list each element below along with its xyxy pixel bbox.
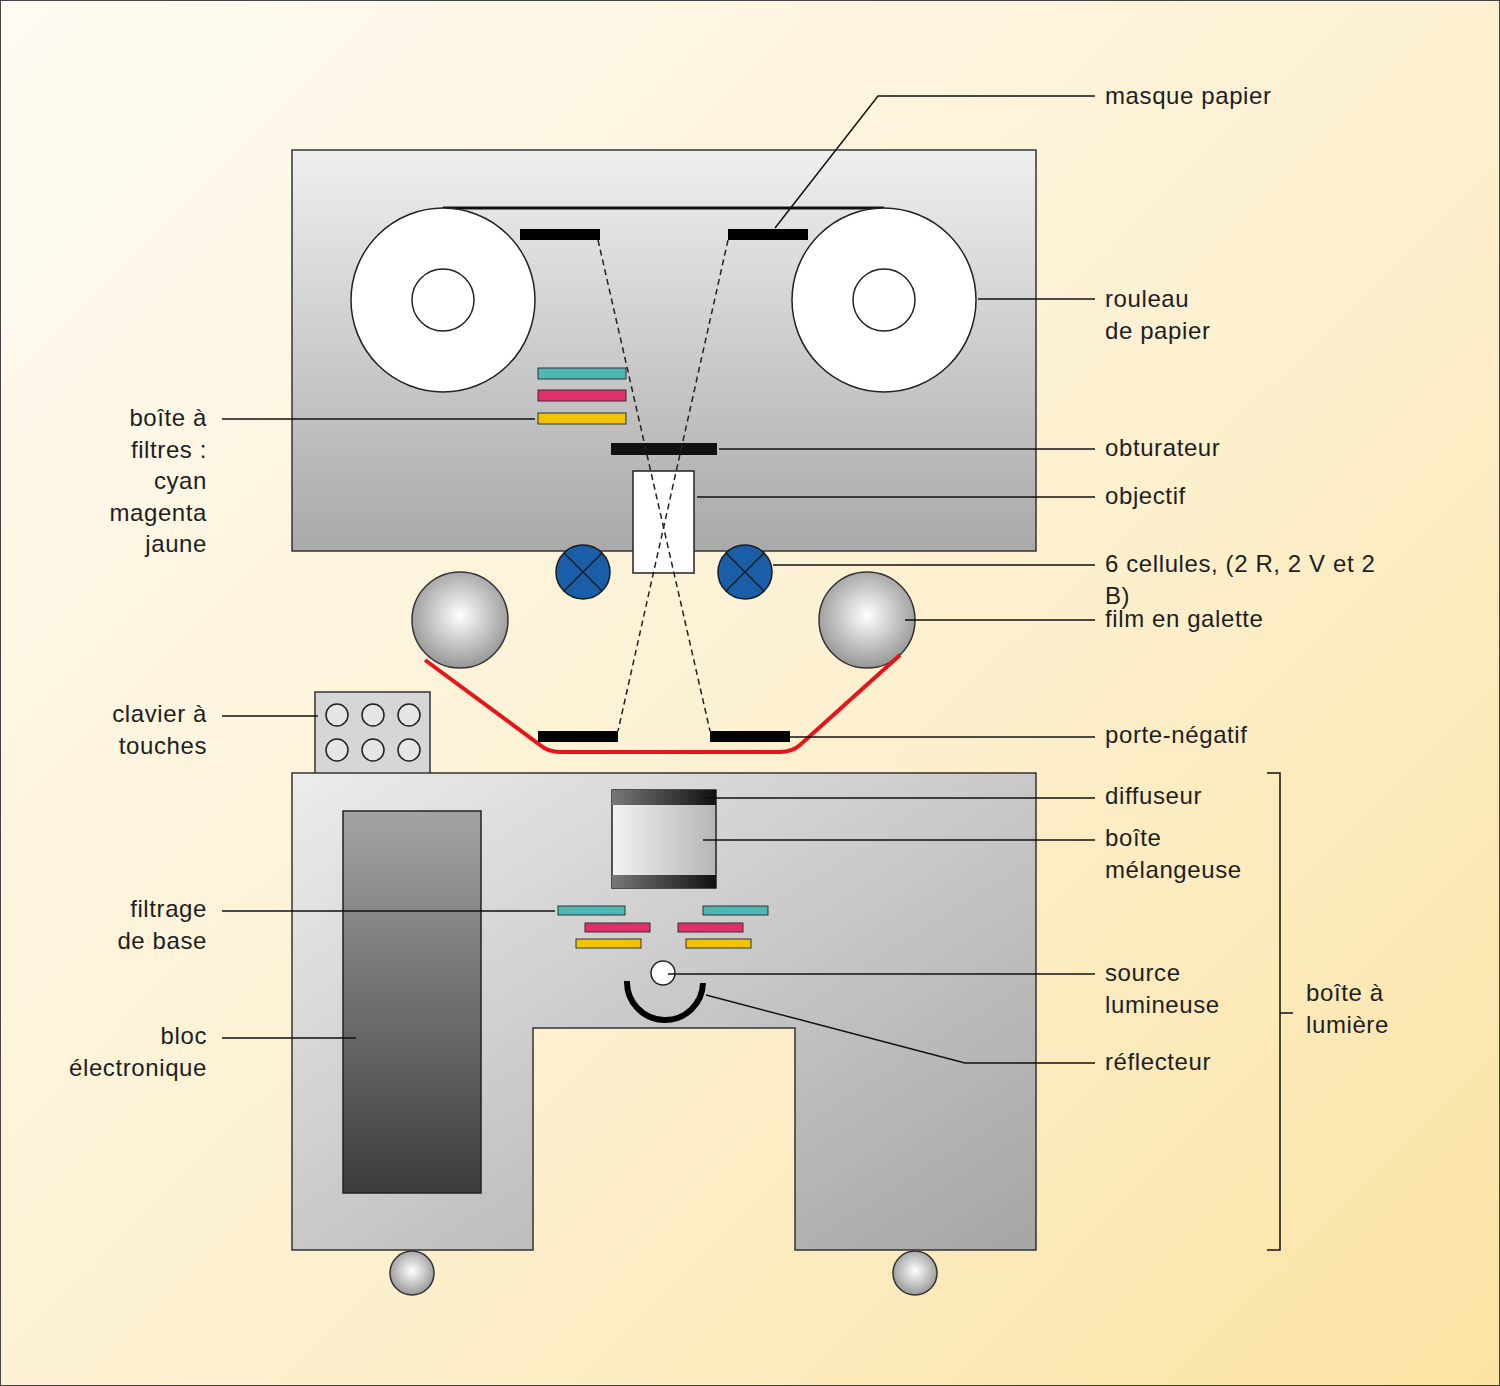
callout-label: réflecteur	[1105, 1046, 1215, 1078]
callout-label: rouleau de papier	[1105, 283, 1214, 346]
callout-label: boîte à filtres : cyan magenta jaune	[106, 402, 207, 560]
label-text: bloc électronique	[69, 1022, 207, 1081]
callout-label: objectif	[1105, 480, 1189, 512]
label-text: réflecteur	[1105, 1048, 1211, 1075]
label-text: clavier à touches	[112, 700, 207, 759]
callout-label: obturateur	[1105, 432, 1224, 464]
callout-label: filtrage de base	[114, 893, 207, 956]
label-text: rouleau de papier	[1105, 285, 1210, 344]
label-text: diffuseur	[1105, 782, 1202, 809]
label-text: film en galette	[1105, 605, 1263, 632]
label-text: boîte à filtres : cyan magenta jaune	[109, 404, 207, 557]
label-text: boîte mélangeuse	[1105, 824, 1242, 883]
leader-lines	[222, 96, 1293, 1250]
label-text: 6 cellules, (2 R, 2 V et 2 B)	[1105, 550, 1375, 609]
label-text: masque papier	[1105, 82, 1272, 109]
label-text: boîte à lumière	[1306, 979, 1389, 1038]
callout-label: source lumineuse	[1105, 957, 1223, 1020]
label-text: porte-négatif	[1105, 721, 1248, 748]
callout-label: film en galette	[1105, 603, 1267, 635]
callout-label: diffuseur	[1105, 780, 1206, 812]
callout-label: porte-négatif	[1105, 719, 1251, 751]
label-text: objectif	[1105, 482, 1186, 509]
callout-label: bloc électronique	[66, 1020, 207, 1083]
label-text: source lumineuse	[1105, 959, 1220, 1018]
callout-label: boîte mélangeuse	[1105, 822, 1245, 885]
label-text: obturateur	[1105, 434, 1220, 461]
callout-label: 6 cellules, (2 R, 2 V et 2 B)	[1105, 548, 1379, 611]
label-text: filtrage de base	[117, 895, 207, 954]
callout-label: masque papier	[1105, 80, 1275, 112]
callout-label: clavier à touches	[94, 698, 207, 761]
callout-label: boîte à lumière	[1306, 977, 1414, 1040]
